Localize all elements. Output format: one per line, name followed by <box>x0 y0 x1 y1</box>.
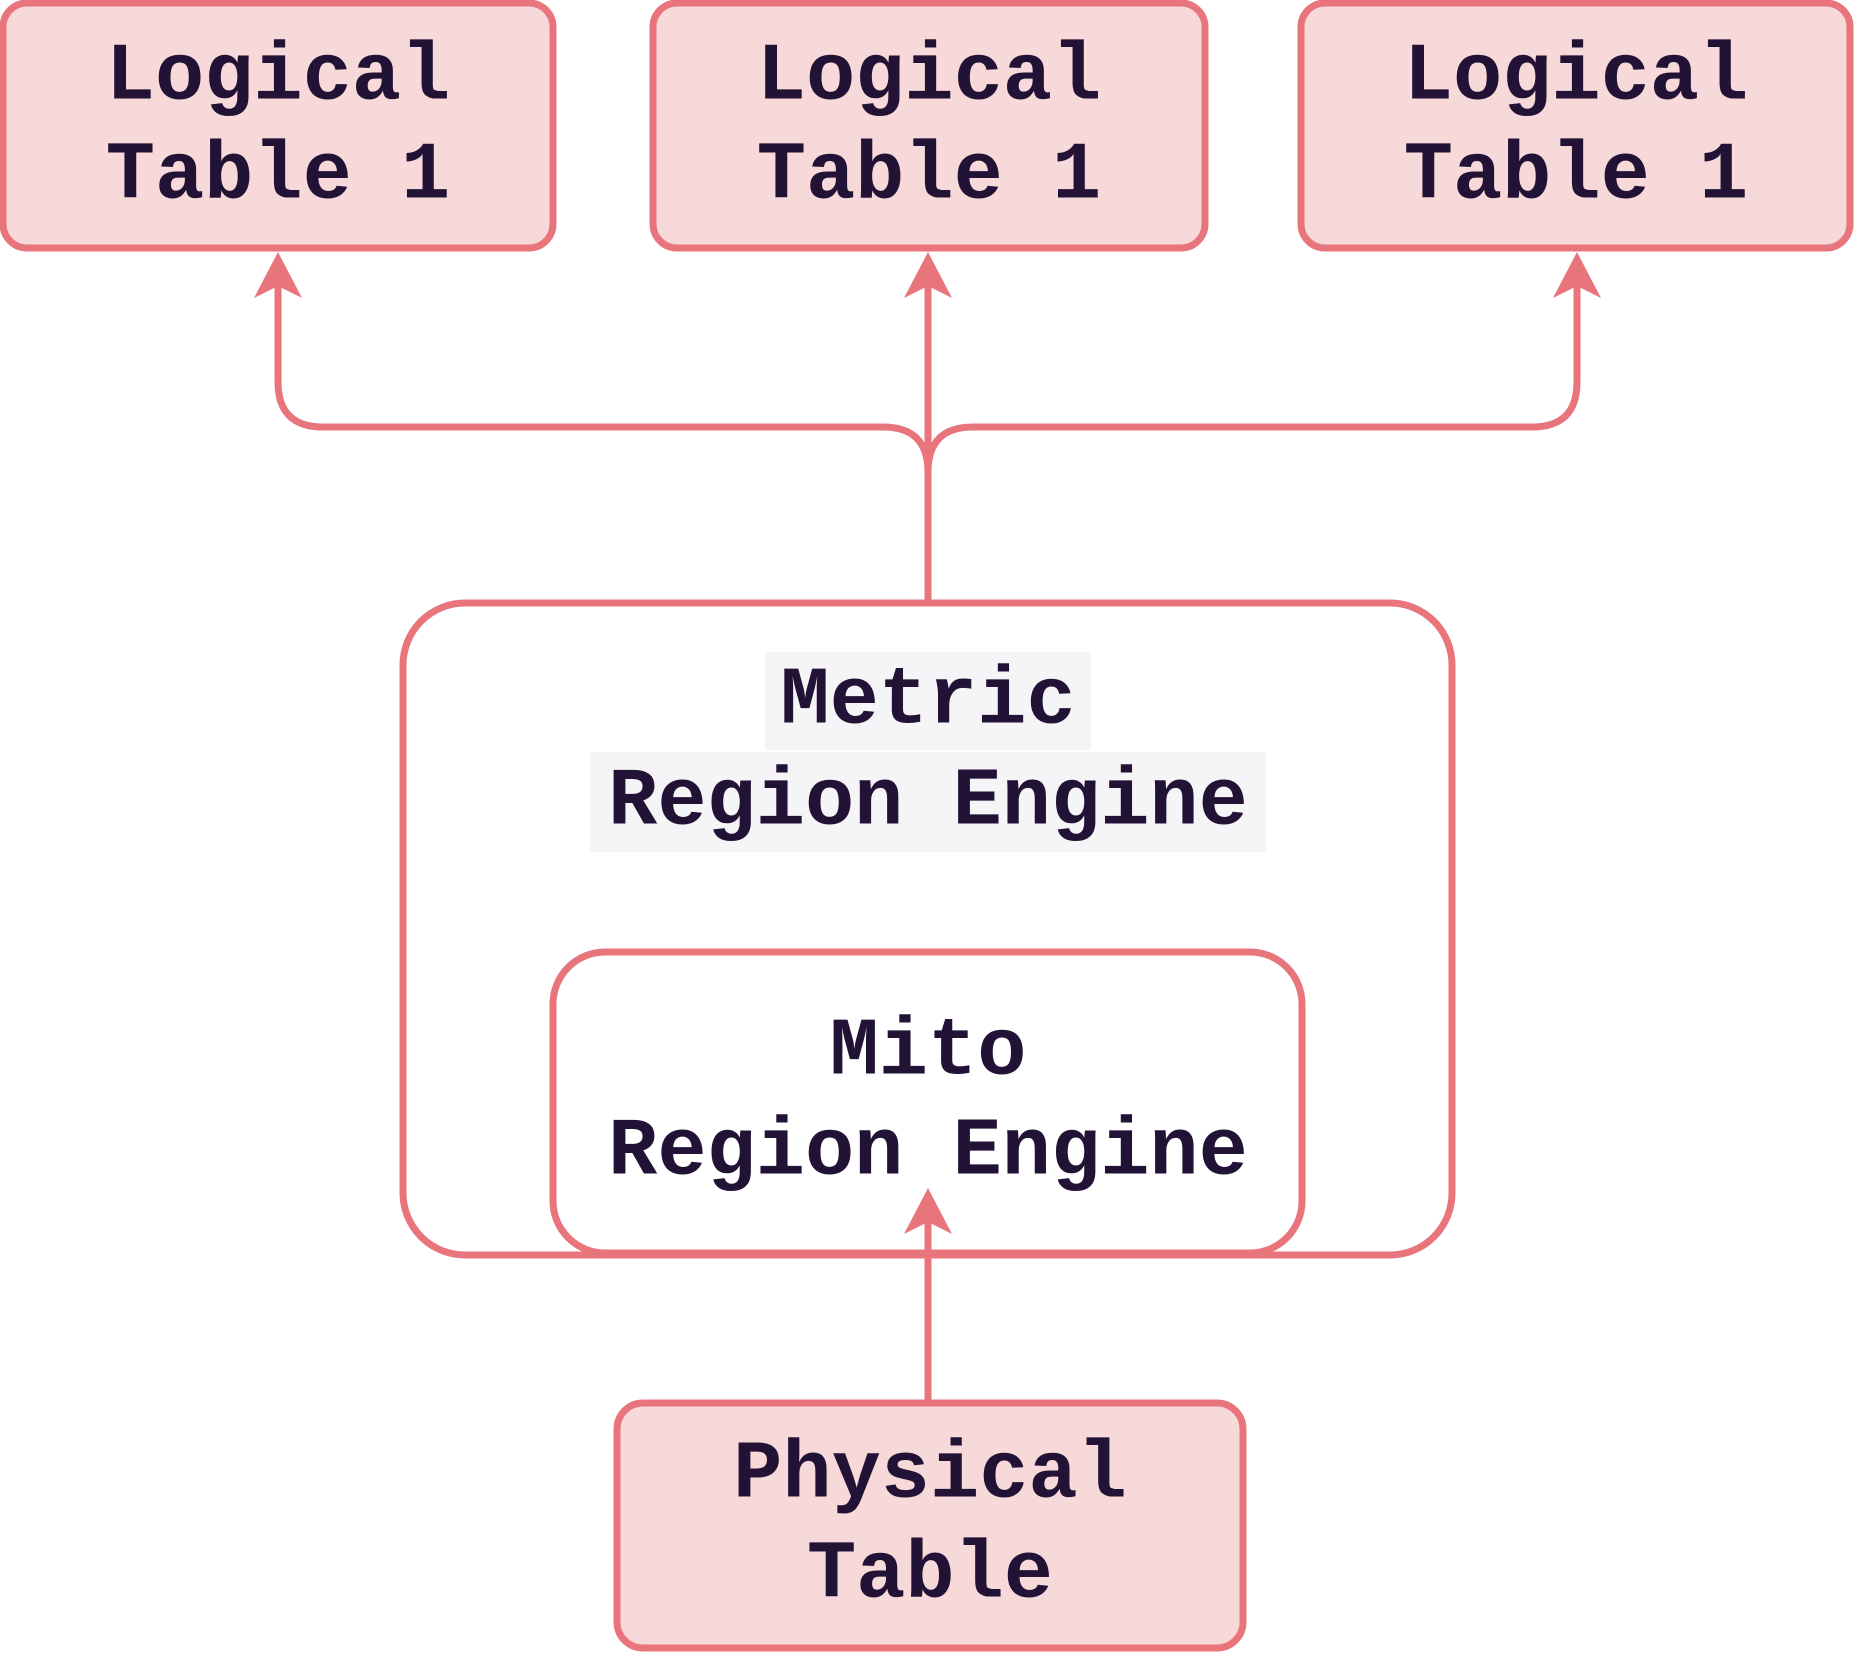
arrowhead-logical-c <box>1553 252 1601 298</box>
logical-table-box-b <box>649 0 1209 252</box>
logical-table-box-a <box>0 0 557 252</box>
mito-region-engine-label-line1: Mito <box>830 1006 1027 1099</box>
arrowhead-logical-b <box>904 252 952 298</box>
logical-table-b-label-line1: Logical <box>757 31 1101 124</box>
edge-metric-to-logical-a <box>274 282 932 476</box>
metric-region-engine-label-line2: Region Engine <box>608 756 1248 849</box>
metric-region-engine-label-line1: Metric <box>780 655 1075 748</box>
logical-table-box-c <box>1297 0 1854 252</box>
arrowhead-mito <box>904 1188 952 1234</box>
metric-label-highlight-line2 <box>590 752 1266 852</box>
logical-table-a-label-line1: Logical <box>106 31 450 124</box>
logical-table-c-label-line2: Table 1 <box>1404 130 1748 223</box>
logical-table-b-label-line2: Table 1 <box>757 130 1101 223</box>
mito-region-engine-label-line2: Region Engine <box>608 1106 1248 1199</box>
edge-metric-to-logical-c <box>924 282 1581 476</box>
arrowhead-logical-a <box>254 252 302 298</box>
physical-table-label-line2: Table <box>807 1529 1053 1622</box>
metric-label-highlight-line1 <box>765 652 1091 750</box>
logical-table-c-label-line1: Logical <box>1404 31 1748 124</box>
physical-table-label-line1: Physical <box>733 1429 1127 1522</box>
logical-table-a-label-line2: Table 1 <box>106 130 450 223</box>
